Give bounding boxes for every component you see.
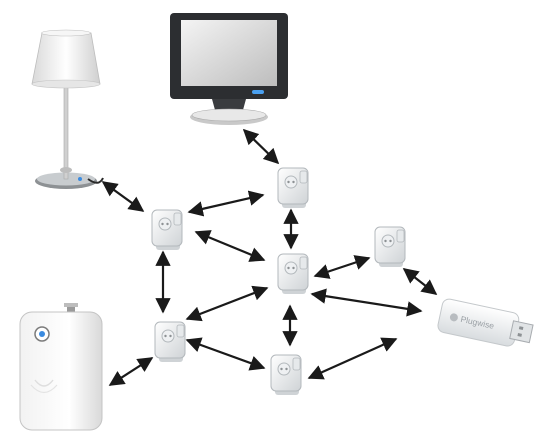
arrow-lamp-plug-1 (101, 181, 145, 212)
arrow-plug-5-boiler (108, 357, 154, 386)
table-lamp-icon (31, 29, 104, 189)
arrow-monitor-plug-2 (242, 128, 280, 165)
arrow-plug-3-usb-stick (310, 288, 423, 317)
smart-plug-icon (374, 226, 406, 267)
smart-plug-icon (270, 354, 302, 395)
arrow-plug-3-plug-5 (185, 285, 269, 322)
arrow-plug-3-plug-4 (313, 255, 371, 279)
smart-plug-icon (154, 321, 186, 362)
arrow-plug-5-plug-6 (185, 337, 266, 371)
smart-plug-icon (277, 167, 309, 208)
arrow-plug-6-usb-stick (307, 337, 398, 380)
water-heater-icon (19, 303, 103, 431)
monitor-icon (170, 13, 288, 125)
smart-plug-icon (151, 209, 183, 250)
arrow-plug-1-plug-3 (194, 230, 266, 262)
connection-arrows (101, 128, 438, 386)
usb-stick-icon: Plugwise (437, 298, 534, 347)
arrow-plug-1-plug-2 (187, 190, 265, 217)
arrow-plug-4-usb-stick (402, 268, 438, 295)
smart-plug-icon (277, 253, 309, 294)
